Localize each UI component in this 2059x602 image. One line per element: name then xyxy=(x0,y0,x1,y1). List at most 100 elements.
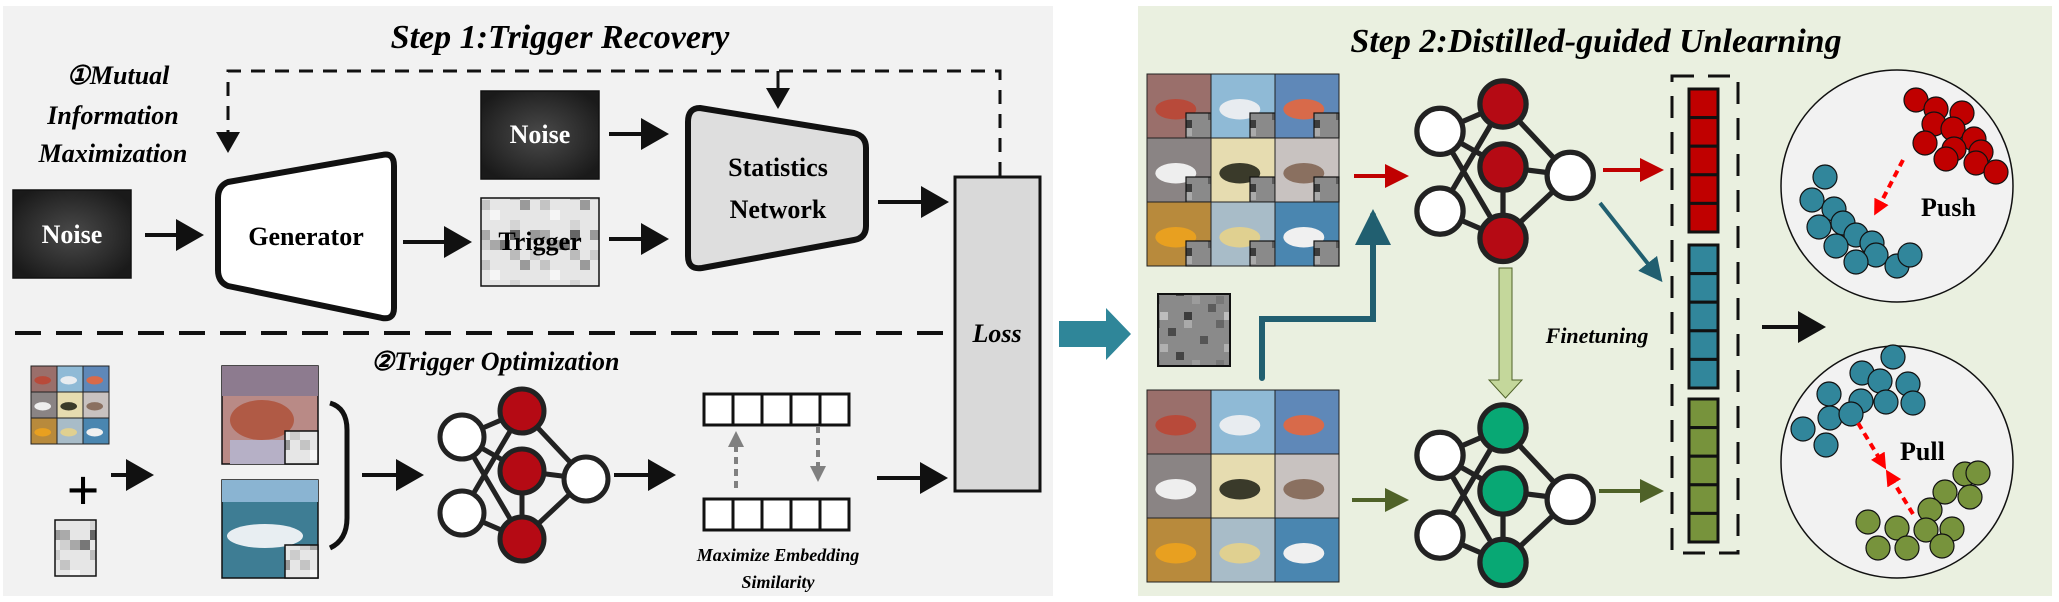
statistics-network-label-2: Network xyxy=(730,195,827,224)
network-node xyxy=(1544,473,1596,526)
embedding-cell xyxy=(789,497,822,532)
step1-title: Step 1:Trigger Recovery xyxy=(391,19,731,56)
noise-image-icon xyxy=(12,189,132,279)
network-node xyxy=(1414,429,1466,482)
image-grid-icon xyxy=(1146,73,1340,267)
cluster-point xyxy=(1806,214,1832,240)
feature-cell xyxy=(1687,511,1720,544)
feature-cell xyxy=(1687,272,1720,304)
network-node xyxy=(1477,536,1529,589)
push-label: Push xyxy=(1921,193,1976,222)
noise-image-2: Noise xyxy=(480,90,600,180)
embedding-caption-line-2: Similarity xyxy=(741,572,815,592)
embedding-cell xyxy=(702,497,735,532)
grid-tile-object xyxy=(60,376,78,385)
trigger-patch-icon xyxy=(1185,176,1212,203)
triggered-boat-image xyxy=(221,479,319,579)
cluster-point xyxy=(1932,479,1958,505)
network-node xyxy=(1477,465,1529,517)
neural-network-icon xyxy=(1414,402,1596,589)
pull-label: Pull xyxy=(1900,437,1945,466)
finetuning-label: Finetuning xyxy=(1545,323,1649,348)
trigger-patch-icon xyxy=(1249,176,1276,203)
trigger-pattern-icon xyxy=(54,519,97,577)
cluster-point xyxy=(1900,390,1926,416)
embedding-cell xyxy=(818,497,851,532)
feature-cell xyxy=(1687,483,1720,515)
network-node xyxy=(497,446,547,496)
mutual-information-label: ①Mutual Information Maximization xyxy=(38,61,188,168)
feature-cell xyxy=(1687,243,1720,276)
feedback-dashed-line xyxy=(216,69,1002,176)
pull-arrow-down xyxy=(1856,421,1887,470)
network-node xyxy=(1414,105,1466,158)
embedding-cell xyxy=(760,497,793,532)
feature-cell xyxy=(1687,116,1720,148)
feature-cluster-icon xyxy=(1790,344,1991,561)
trigger-pattern-icon xyxy=(1157,293,1231,367)
embedding-vector-icon xyxy=(702,497,851,532)
grid-tile-object xyxy=(60,402,78,411)
network-node xyxy=(497,386,547,436)
feature-cell xyxy=(1687,454,1720,487)
trigger-image: Trigger xyxy=(480,197,600,287)
grid-tile-object xyxy=(34,428,52,437)
loss-block xyxy=(953,175,1042,493)
cluster-point xyxy=(1855,509,1881,535)
embedding-cell xyxy=(731,497,764,532)
cluster-point xyxy=(1817,405,1843,431)
network-node xyxy=(1544,149,1596,202)
statistics-network-label-1: Statistics xyxy=(728,153,828,182)
grid-tile-object xyxy=(1283,414,1325,436)
trigger-label: Trigger xyxy=(498,227,581,256)
trigger-patch-icon xyxy=(284,544,319,579)
image-grid-icon xyxy=(1146,389,1340,583)
trigger-patch-icon xyxy=(284,430,319,465)
embedding-cell xyxy=(818,392,851,427)
cluster-point xyxy=(1929,533,1955,559)
step-transition-arrow xyxy=(1059,308,1131,360)
cluster-point xyxy=(1813,432,1839,458)
trigger-patch-icon xyxy=(1313,112,1340,139)
trigger-pattern-icon xyxy=(480,197,600,287)
grid-tile-object xyxy=(34,376,52,385)
embedding-vector-icon xyxy=(702,392,851,427)
network-node xyxy=(1477,212,1529,265)
trigger-patch-icon xyxy=(1185,240,1212,267)
network-node xyxy=(497,514,547,564)
grid-tile-object xyxy=(1155,542,1197,564)
feature-cell xyxy=(1687,144,1720,177)
grid-tile-object xyxy=(86,428,104,437)
cluster-point xyxy=(1816,381,1842,407)
mi-label-line-3: Maximization xyxy=(38,139,188,168)
trigger-optimization-label: ②Trigger Optimization xyxy=(371,347,619,376)
noise-image-icon xyxy=(480,90,600,180)
generator-block xyxy=(215,151,397,322)
grid-tile-object xyxy=(1219,478,1261,500)
cluster-point xyxy=(1957,484,1983,510)
feature-cell xyxy=(1687,87,1720,120)
grid-tile-object xyxy=(1283,478,1325,500)
cluster-point xyxy=(1912,130,1938,156)
feature-cluster-icon xyxy=(1799,87,2009,279)
network-node xyxy=(437,488,487,538)
cluster-point xyxy=(1897,242,1923,268)
feature-cell xyxy=(1687,201,1720,234)
feature-container xyxy=(1670,74,1740,555)
trigger-injection-arrow xyxy=(1259,209,1391,381)
cluster-point xyxy=(1867,368,1893,394)
bracket xyxy=(328,400,350,551)
embedding-cell xyxy=(760,392,793,427)
cluster-point xyxy=(1812,164,1838,190)
feature-cell xyxy=(1687,300,1720,333)
cluster-point xyxy=(1933,146,1959,172)
pull-arrow-up xyxy=(1885,469,1915,516)
grid-tile-object xyxy=(34,402,52,411)
finetuning-arrow xyxy=(1487,267,1524,399)
cluster-point xyxy=(1799,187,1825,213)
cluster-point xyxy=(1913,517,1939,543)
cluster-point xyxy=(1983,159,2009,185)
network-node xyxy=(1477,141,1529,193)
trigger-patch-icon xyxy=(1249,112,1276,139)
embedding-cell xyxy=(731,392,764,427)
